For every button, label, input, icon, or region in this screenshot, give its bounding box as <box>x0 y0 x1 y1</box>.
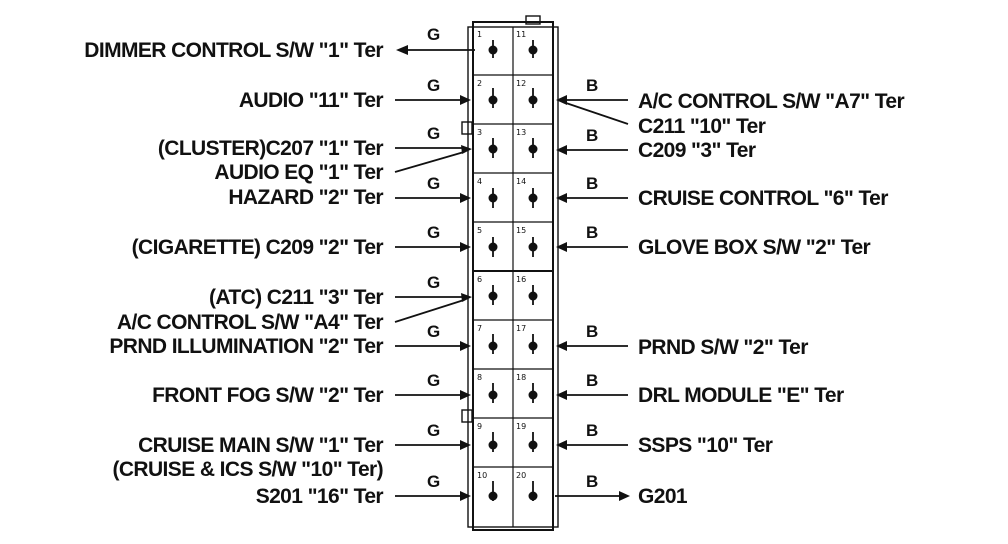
pin-number: 19 <box>516 422 526 431</box>
wire-color-left: G <box>427 174 440 193</box>
left-label-pin-4: HAZARD "2" Ter <box>228 186 383 209</box>
pin-number: 10 <box>477 471 487 480</box>
left-label-pin-10: S201 "16" Ter <box>256 485 384 508</box>
pin-number: 14 <box>516 177 526 186</box>
pin-number: 8 <box>477 373 482 382</box>
pin-number: 6 <box>477 275 482 284</box>
left-label-pin-9b: (CRUISE & ICS S/W "10" Ter) <box>112 458 383 481</box>
pin-number: 15 <box>516 226 526 235</box>
wire-color-left: G <box>427 322 440 341</box>
left-label-pin-3b: AUDIO EQ "1" Ter <box>214 161 383 184</box>
wire-color-right: B <box>586 371 598 390</box>
right-label-pin-13: C209 "3" Ter <box>638 139 756 162</box>
pin-number: 13 <box>516 128 526 137</box>
wire-color-right: B <box>586 322 598 341</box>
left-label-pin-6b: A/C CONTROL S/W "A4" Ter <box>117 311 384 334</box>
pin-number: 11 <box>516 30 526 39</box>
wire-color-right: B <box>586 174 598 193</box>
wire-color-right: B <box>586 76 598 95</box>
left-label-pin-8: FRONT FOG S/W "2" Ter <box>152 384 383 407</box>
pin-number: 20 <box>516 471 526 480</box>
right-label-pin-12b: C211 "10" Ter <box>638 115 766 138</box>
pin-number: 3 <box>477 128 482 137</box>
right-label-pin-20: G201 <box>638 485 688 508</box>
pin-number: 1 <box>477 30 482 39</box>
right-label-pin-19: SSPS "10" Ter <box>638 434 773 457</box>
right-wires <box>555 95 630 501</box>
pin-number: 16 <box>516 275 526 284</box>
right-labels: A/C CONTROL S/W "A7" Ter C211 "10" Ter C… <box>638 90 905 508</box>
wire-color-right: B <box>586 223 598 242</box>
wire-color-right: B <box>586 421 598 440</box>
pin-number: 2 <box>477 79 482 88</box>
pin-number: 9 <box>477 422 482 431</box>
wire-color-left: G <box>427 421 440 440</box>
wire-color-left: G <box>427 76 440 95</box>
left-labels: DIMMER CONTROL S/W "1" Ter AUDIO "11" Te… <box>84 39 384 508</box>
wire-color-codes: G G G G G G G G G G B B B B B B B B <box>427 25 598 491</box>
wire-color-left: G <box>427 472 440 491</box>
pin-number: 5 <box>477 226 482 235</box>
wire-color-left: G <box>427 371 440 390</box>
pin-number: 17 <box>516 324 526 333</box>
left-label-pin-9a: CRUISE MAIN S/W "1" Ter <box>138 434 383 457</box>
wire-color-left: G <box>427 223 440 242</box>
wire-color-right: B <box>586 472 598 491</box>
right-label-pin-14: CRUISE CONTROL "6" Ter <box>638 187 888 210</box>
connector-body <box>461 15 559 531</box>
right-label-pin-17: PRND S/W "2" Ter <box>638 336 808 359</box>
pin-numbers: 1 2 3 4 5 6 7 8 9 10 11 12 13 14 15 16 1… <box>477 30 526 480</box>
wire-color-left: G <box>427 25 440 44</box>
wire-color-right: B <box>586 126 598 145</box>
pin-terminals <box>488 40 538 501</box>
left-label-pin-7: PRND ILLUMINATION "2" Ter <box>109 335 383 358</box>
left-label-pin-6a: (ATC) C211 "3" Ter <box>209 286 383 309</box>
pin-number: 18 <box>516 373 526 382</box>
left-label-pin-5: (CIGARETTE) C209 "2" Ter <box>132 236 384 259</box>
pin-number: 7 <box>477 324 482 333</box>
right-label-pin-15: GLOVE BOX S/W "2" Ter <box>638 236 871 259</box>
pin-number: 12 <box>516 79 526 88</box>
right-label-pin-18: DRL MODULE "E" Ter <box>638 384 844 407</box>
left-wires <box>394 45 475 501</box>
pin-number: 4 <box>477 177 482 186</box>
left-label-pin-3a: (CLUSTER)C207 "1" Ter <box>158 137 384 160</box>
left-label-pin-2: AUDIO "11" Ter <box>239 89 384 112</box>
wire-color-left: G <box>427 124 440 143</box>
wire-color-left: G <box>427 273 440 292</box>
left-label-pin-1: DIMMER CONTROL S/W "1" Ter <box>84 39 383 62</box>
right-label-pin-12a: A/C CONTROL S/W "A7" Ter <box>638 90 905 113</box>
